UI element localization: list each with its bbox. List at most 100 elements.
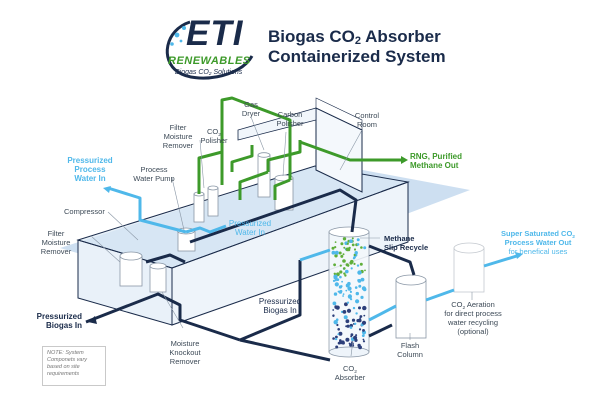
gas-bubble [362, 338, 365, 341]
gas-bubble [334, 250, 339, 255]
gas-bubble [355, 312, 358, 315]
gas-bubble [363, 246, 367, 250]
gas-bubble [332, 309, 335, 311]
gas-bubble [341, 280, 343, 283]
label-compressor: Compressor [64, 207, 105, 216]
gas-bubble [360, 277, 365, 282]
gas-bubble [345, 337, 350, 342]
gas-bubble [350, 267, 353, 270]
gas-bubble [335, 345, 339, 349]
gas-bubble [333, 275, 338, 280]
gas-bubble [346, 324, 350, 328]
gas-bubble [343, 246, 346, 249]
gas-bubble [342, 259, 346, 263]
gas-bubble [356, 264, 360, 267]
gas-bubble [333, 292, 338, 296]
gas-bubble [362, 287, 367, 292]
gas-bubble [344, 302, 348, 307]
leader-lines [90, 116, 473, 357]
gas-bubble [334, 279, 337, 282]
gas-bubble [362, 305, 367, 311]
gas-bubble [338, 290, 343, 294]
gas-bubble [348, 246, 351, 250]
gas-bubble [350, 335, 353, 338]
gas-bubble [340, 310, 344, 313]
gas-bubble [345, 319, 350, 324]
gas-bubble [358, 284, 362, 288]
gas-bubble [331, 250, 336, 255]
gas-bubble [332, 301, 337, 306]
gas-bubble [354, 322, 357, 325]
gas-bubble [359, 315, 363, 318]
logo-wordmark: ETI [186, 14, 244, 53]
gas-bubble [351, 237, 354, 240]
gas-bubble [354, 251, 358, 255]
gas-bubble [358, 345, 362, 350]
gas-bubble [358, 328, 362, 331]
title-line2: Containerized System [268, 47, 446, 66]
gas-bubble [343, 267, 346, 270]
gas-bubble [361, 334, 365, 337]
gas-bubble [333, 263, 336, 267]
gas-bubble [363, 314, 366, 317]
gas-bubble [343, 272, 346, 275]
gas-bubble [344, 274, 347, 277]
gas-bubble [353, 255, 356, 259]
gas-bubble [338, 331, 343, 336]
gas-bubble [356, 238, 360, 242]
gas-bubble [345, 247, 350, 252]
gas-bubble [343, 315, 348, 320]
gas-bubble [337, 333, 340, 336]
gas-bubble [355, 299, 360, 304]
gas-bubble [347, 264, 350, 267]
title-line1-suffix: Absorber [361, 27, 441, 46]
gas-bubble [353, 253, 356, 257]
gas-bubble [342, 253, 345, 256]
gas-bubble [342, 293, 345, 295]
biogas-lines [85, 188, 416, 362]
gas-bubble [334, 337, 338, 341]
gas-bubble [331, 246, 335, 250]
logo-tagline: Biogas CO₂ Solutions [175, 69, 243, 76]
gas-bubble [350, 298, 353, 301]
gas-bubble [358, 306, 361, 310]
gas-bubble [355, 334, 358, 337]
gas-bubble [346, 301, 350, 304]
label-super-saturated-water-out: Super Saturated CO2 Process Water Out fo… [501, 229, 575, 256]
co2-absorber-column [328, 226, 370, 358]
gas-bubble [345, 283, 350, 288]
gas-bubble [353, 248, 357, 251]
gas-bubble [356, 243, 360, 246]
gas-bubble [339, 275, 342, 279]
gas-bubble [345, 289, 348, 292]
gas-bubble [335, 305, 340, 310]
gas-bubble [357, 270, 362, 275]
title-line1-sub: 2 [354, 35, 362, 47]
logo-subname: RENEWABLES [168, 55, 251, 67]
gas-bubble [333, 320, 338, 325]
gas-bubble [333, 272, 336, 275]
gas-bubble [334, 246, 337, 249]
gas-bubble [342, 237, 347, 241]
gas-bubble [353, 335, 358, 340]
gas-bubble [332, 337, 335, 340]
gas-bubble [332, 279, 336, 282]
gas-bubble [361, 320, 367, 325]
gas-bubble [340, 254, 344, 258]
gas-bubble [347, 286, 352, 291]
gas-bubble [340, 242, 344, 246]
gas-bubble [364, 269, 366, 272]
gas-bubble [338, 251, 342, 255]
gas-bubble [352, 306, 356, 310]
